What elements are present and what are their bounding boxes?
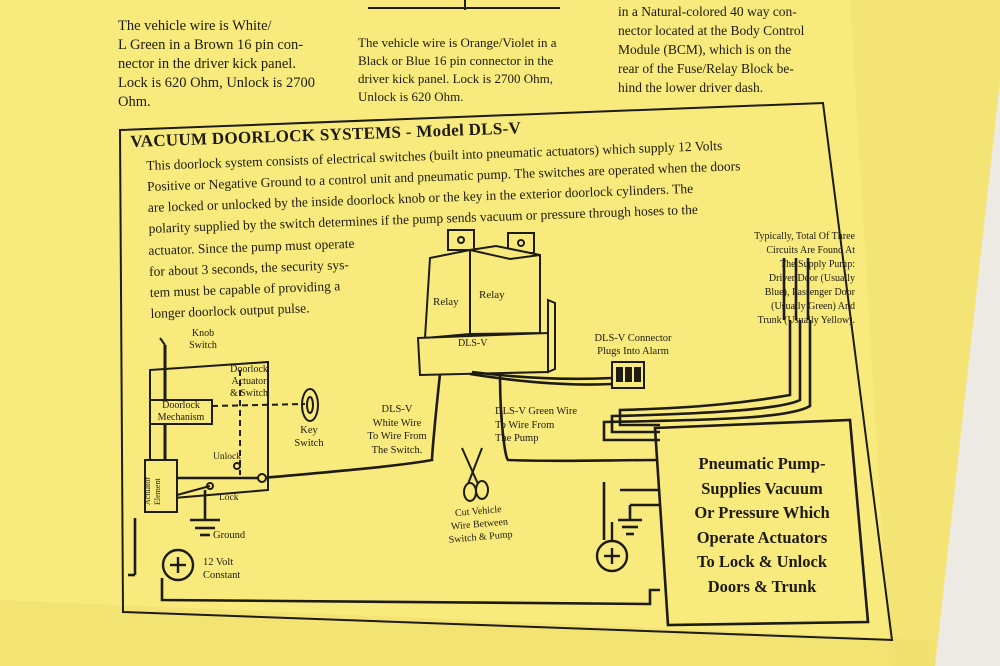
module-label: DLS-V — [458, 338, 488, 349]
unlock-label: Unlock — [213, 452, 241, 462]
key-switch-icon — [301, 388, 319, 422]
pump-box-line: Or Pressure Which — [694, 503, 830, 522]
relay-block — [416, 229, 556, 377]
key-switch-line: Switch — [294, 438, 324, 449]
knob-switch-line: Switch — [189, 340, 217, 351]
doorlock-actuator-line: Actuator — [231, 376, 267, 387]
knob-switch-line: Knob — [191, 328, 215, 339]
actuator-element-line: Actuator — [143, 477, 152, 505]
top-col1-line: Lock is 620 Ohm, Unlock is 2700 — [118, 75, 315, 91]
doorlock-actuator-label: Doorlock Actuator & Switch — [218, 364, 280, 400]
top-col3-line: nector located at the Body Control — [618, 23, 805, 38]
battery-positive-icon — [161, 548, 195, 582]
connector-label: DLS-V Connector Plugs Into Alarm — [578, 332, 688, 358]
white-wire-label: DLS-V White Wire To Wire From The Switch… — [352, 403, 442, 457]
section-frame — [118, 101, 894, 642]
twelve-volt-label: 12 Volt Constant — [203, 556, 240, 582]
top-col2-line: Unlock is 620 Ohm. — [358, 89, 464, 104]
top-col2-line: driver kick panel. Lock is 2700 Ohm, — [358, 71, 553, 86]
typically-note-line: Driver Door (Usually — [768, 273, 855, 284]
white-wire-line: The Switch. — [371, 444, 423, 456]
doorlock-actuator-line: & Switch — [229, 388, 269, 399]
pump-ground-icon — [618, 503, 660, 536]
lock-label: Lock — [219, 493, 239, 503]
white-wire-line: White Wire — [372, 417, 422, 429]
green-wire-line: The Pump — [495, 433, 539, 444]
top-col3-line: in a Natural-colored 40 way con- — [618, 4, 797, 19]
top-col2-line: Black or Blue 16 pin connector in the — [358, 53, 554, 68]
key-switch-line: Key — [300, 425, 318, 436]
connector-label-line: Plugs Into Alarm — [597, 346, 669, 357]
typically-note-line: Trunk (Usually Yellow). — [757, 315, 855, 326]
white-wire-line: DLS-V — [381, 404, 413, 415]
actuator-element-label: Actuator Element — [143, 477, 163, 505]
pump-positive-icon — [595, 522, 629, 573]
typically-note-line: Blue), Passenger Door — [764, 287, 855, 298]
top-col1-line: The vehicle wire is White/ — [118, 18, 272, 34]
pump-box-line: Operate Actuators — [696, 527, 828, 547]
top-col3-line: rear of the Fuse/Relay Block be- — [618, 61, 794, 76]
top-col1-line: L Green in a Brown 16 pin con- — [118, 37, 304, 53]
twelve-volt-line: 12 Volt — [203, 557, 234, 568]
top-col3-line: hind the lower driver dash. — [618, 80, 764, 95]
relay-label-1: Relay — [433, 296, 459, 308]
green-wire-line: DLS-V Green Wire — [495, 406, 578, 417]
doorlock-actuator-line: Doorlock — [230, 364, 268, 375]
pump-box-line: To Lock & Unlock — [696, 552, 828, 571]
twelve-volt-line: Constant — [203, 570, 241, 581]
knob-switch-label: Knob Switch — [178, 328, 228, 352]
pump-box-line: Doors & Trunk — [707, 576, 817, 596]
typically-note-line: Circuits Are Found At — [766, 245, 855, 256]
key-switch-label: Key Switch — [286, 424, 332, 450]
top-col2-text: The vehicle wire is Orange/Violet in a B… — [358, 34, 598, 106]
top-col1-line: nector in the driver kick panel. — [118, 56, 296, 72]
typically-note: Typically, Total Of Three Circuits Are F… — [690, 230, 855, 328]
white-wire-line: To Wire From — [367, 431, 427, 442]
pump-box-line: Pneumatic Pump- — [698, 454, 826, 473]
top-col2-line: The vehicle wire is Orange/Violet in a — [358, 35, 557, 50]
top-col3-text: in a Natural-colored 40 way con- nector … — [618, 2, 868, 97]
doorlock-mechanism-line: Mechanism — [157, 411, 205, 423]
relay-label-2: Relay — [479, 289, 505, 301]
section-body-narrow: actuator. Since the pump must operate fo… — [148, 231, 421, 324]
actuator-element-line: Element — [153, 478, 162, 505]
doorlock-mechanism-label: Doorlock Mechanism — [150, 400, 212, 423]
doorlock-mechanism-line: Doorlock — [162, 400, 200, 411]
top-col3-line: Module (BCM), which is on the — [618, 42, 792, 57]
connector-label-line: DLS-V Connector — [594, 333, 672, 344]
pneumatic-pump-box — [653, 418, 870, 627]
typically-note-line: The Supply Pump: — [779, 259, 855, 270]
typically-note-line: (Usually Green) And — [771, 301, 855, 312]
top-col1-line: Ohm. — [118, 94, 151, 110]
ground-label: Ground — [213, 530, 246, 541]
pump-box-text: Pneumatic Pump- Supplies Vacuum Or Press… — [662, 452, 862, 599]
typically-note-line: Typically, Total Of Three — [754, 231, 855, 242]
doorlock-actuator-assembly — [144, 337, 306, 537]
cut-vehicle-label: Cut Vehicle Wire Between Switch & Pump — [430, 501, 528, 548]
pump-box-line: Supplies Vacuum — [701, 478, 823, 498]
scissors-icon — [461, 447, 489, 502]
top-col1-text: The vehicle wire is White/ L Green in a … — [118, 17, 368, 112]
green-wire-label: DLS-V Green Wire To Wire From The Pump — [495, 405, 605, 446]
dls-v-connector — [611, 361, 645, 389]
green-wire-line: To Wire From — [495, 419, 555, 431]
